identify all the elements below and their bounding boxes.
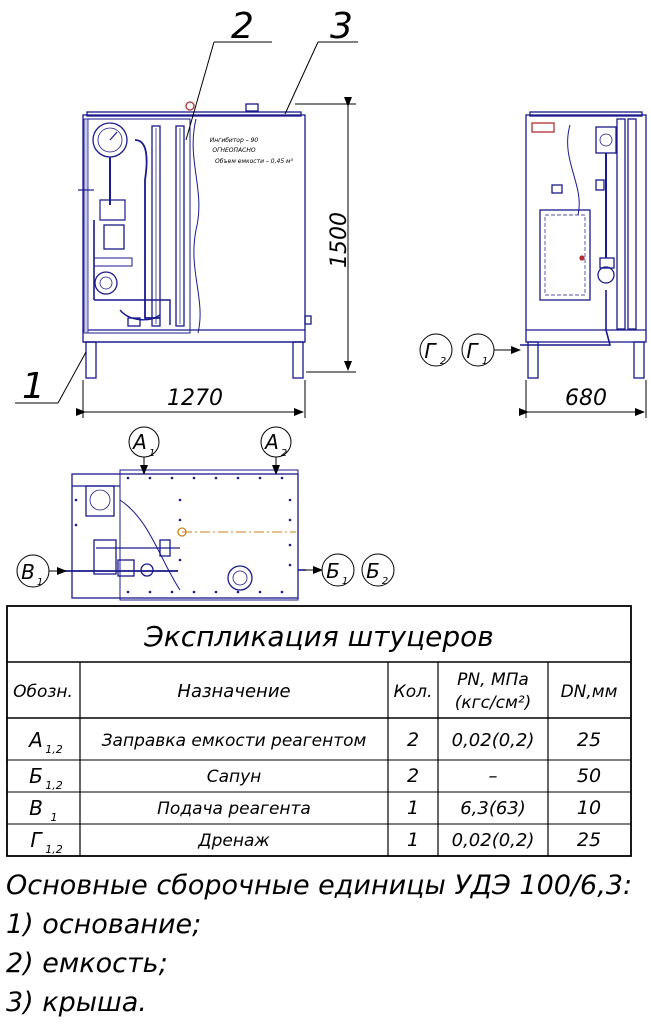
port-g1-label: Г	[466, 339, 479, 363]
port-a2-label: А	[263, 430, 279, 454]
assembly-notes: Основные сборочные единицы УДЭ 100/6,3: …	[6, 866, 646, 1022]
row-purpose: Заправка емкости реагентом	[102, 731, 367, 751]
side-tank-body	[525, 114, 647, 343]
svg-text:2: 2	[281, 448, 287, 459]
header-qty: Кол.	[394, 682, 433, 702]
breather-icon	[227, 565, 253, 591]
row-dn: 10	[577, 797, 601, 819]
valve-block	[103, 224, 125, 250]
row-qty: 2	[407, 729, 419, 751]
nameplate-line3: Объем емкости – 0,45 м³	[215, 158, 294, 165]
top-fitting-icon	[185, 101, 195, 111]
row-designation: А	[27, 728, 43, 752]
row-dn: 50	[577, 765, 601, 787]
header-dn: DN,мм	[561, 682, 618, 702]
port-b2-label: Б	[366, 559, 380, 583]
filter-icon	[94, 271, 118, 295]
port-g2-circle	[419, 333, 453, 367]
level-gauge	[151, 125, 161, 327]
row-pn: 0,02(0,2)	[452, 730, 535, 751]
port-b1-label: Б	[326, 559, 340, 583]
row-purpose: Подача реагента	[157, 799, 311, 819]
port-b1-circle	[321, 553, 355, 587]
side-leg-right	[633, 341, 645, 379]
svg-text:1: 1	[51, 811, 58, 824]
callout-2: 2	[231, 6, 254, 47]
row-designation: В	[29, 796, 43, 820]
svg-text:2: 2	[440, 356, 446, 367]
table-row: В 1 Подача реагента 1 6,3(63) 10	[29, 796, 601, 824]
svg-text:1,2: 1,2	[45, 743, 63, 756]
front-leg-left	[85, 341, 97, 379]
row-dn: 25	[577, 729, 601, 751]
side-leg-left	[527, 341, 539, 379]
svg-text:1: 1	[342, 576, 348, 587]
svg-text:1,2: 1,2	[45, 843, 63, 856]
callout-1: 1	[22, 366, 45, 407]
side-view	[520, 111, 647, 379]
row-pn: –	[489, 766, 498, 787]
front-leg-right	[292, 341, 304, 379]
row-pn: 0,02(0,2)	[452, 830, 535, 851]
header-designation: Обозн.	[13, 682, 73, 702]
row-purpose: Дренаж	[197, 831, 270, 851]
top-view	[60, 469, 306, 601]
header-pn-line2: (кгс/см²)	[455, 693, 532, 713]
nameplate-line2: ОГНЕОПАСНО	[212, 147, 255, 154]
svg-text:1,2: 1,2	[45, 779, 63, 792]
nozzle-table	[6, 605, 632, 857]
table-row: Б 1,2 Сапун 2 – 50	[29, 764, 601, 792]
row-pn: 6,3(63)	[460, 798, 526, 819]
callout-3: 3	[330, 6, 353, 47]
table-title: Экспликация штуцеров	[143, 620, 494, 653]
row-dn: 25	[577, 829, 601, 851]
table-row: Г 1,2 Дренаж 1 0,02(0,2) 25	[30, 828, 601, 856]
table-row: А 1,2 Заправка емкости реагентом 2 0,02(…	[27, 728, 601, 756]
port-a1-label: А	[131, 430, 147, 454]
header-purpose: Назначение	[177, 681, 290, 702]
svg-text:2: 2	[382, 576, 388, 587]
row-qty: 1	[407, 829, 419, 851]
notes-item-roof: 3) крыша.	[6, 987, 147, 1018]
row-purpose: Сапун	[207, 767, 262, 787]
notes-item-base: 1) основание;	[6, 909, 202, 940]
row-designation: Б	[29, 764, 43, 788]
svg-text:1: 1	[37, 577, 43, 588]
svg-text:1: 1	[149, 448, 155, 459]
front-view	[78, 101, 312, 379]
row-qty: 1	[407, 797, 419, 819]
header-pn-line1: PN, МПа	[457, 670, 529, 690]
nameplate-line1: Ингибитор – 90	[210, 137, 259, 144]
row-qty: 2	[407, 765, 419, 787]
row-designation: Г	[30, 828, 43, 852]
dim-height: 1500	[327, 212, 352, 268]
side-hatch	[539, 209, 591, 301]
top-view-outline	[71, 473, 299, 599]
port-g2-label: Г	[424, 339, 437, 363]
notes-title: Основные сборочные единицы УДЭ 100/6,3:	[6, 870, 633, 901]
dim-width-front: 1270	[167, 386, 223, 411]
port-b2-circle	[361, 553, 395, 587]
front-tank-body	[82, 114, 306, 343]
dim-width-side: 680	[565, 386, 607, 411]
notes-item-tank: 2) емкость;	[6, 948, 168, 979]
svg-text:1: 1	[482, 356, 488, 367]
transmitter-icon	[85, 485, 115, 517]
port-v1-label: В	[21, 560, 35, 584]
